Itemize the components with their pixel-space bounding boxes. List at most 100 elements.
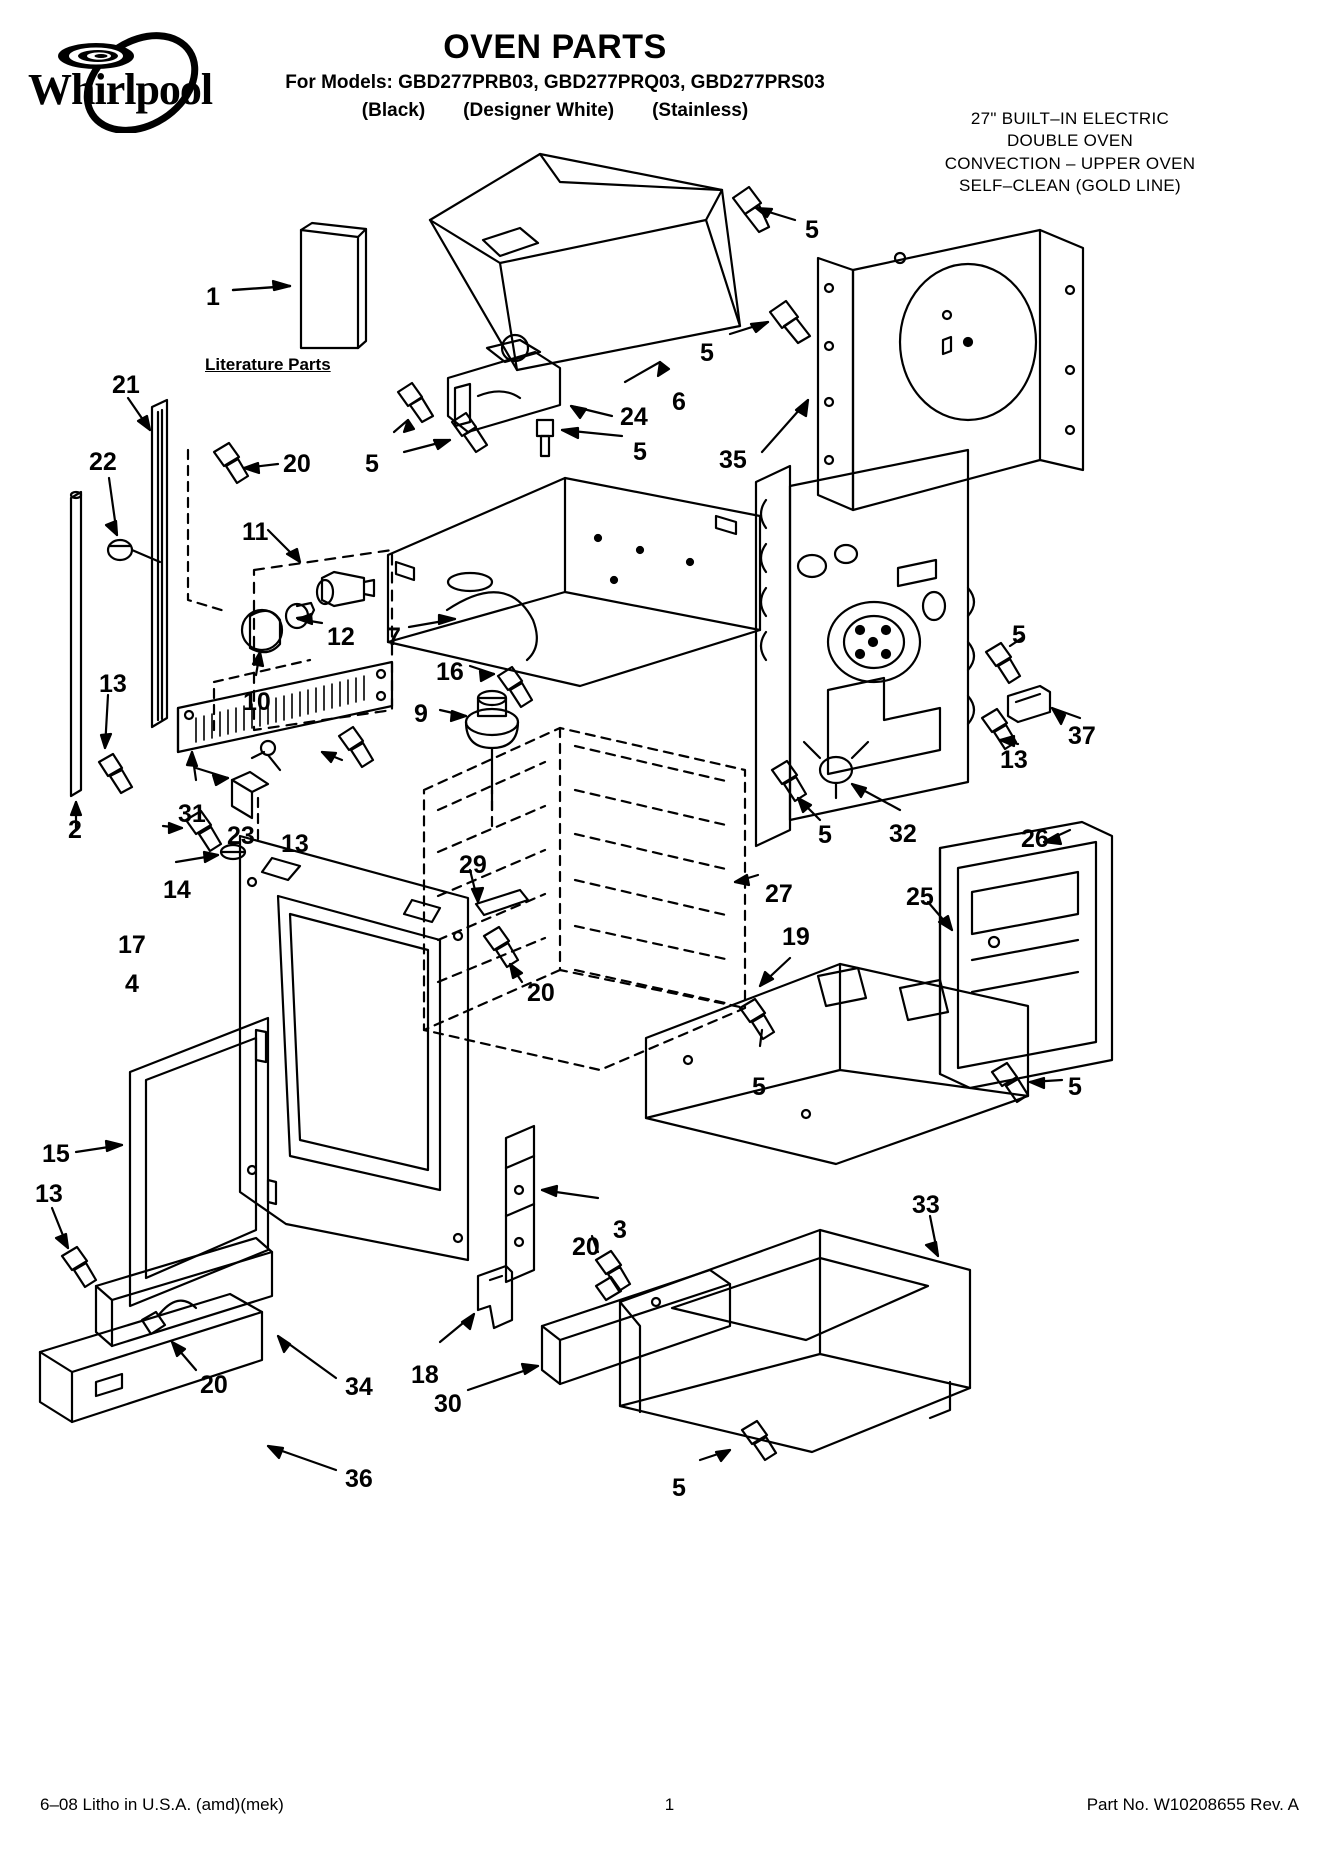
callout-5: 5 (672, 1474, 686, 1502)
part-inner-door-26 (938, 820, 1114, 1090)
part-rear-panel-35 (816, 228, 1085, 512)
callout-15: 15 (42, 1140, 70, 1168)
callout-9: 9 (414, 700, 428, 728)
callout-10: 10 (243, 688, 271, 716)
callout-14: 14 (163, 876, 191, 904)
part-oven-cavity-27 (422, 726, 747, 1072)
callout-27: 27 (765, 880, 793, 908)
callout-25: 25 (906, 883, 934, 911)
screw-5-top (731, 185, 771, 234)
part-screw-20-a (212, 441, 250, 485)
part-door-frame-15 (128, 1016, 270, 1308)
spec-line-2: DOUBLE OVEN (1006, 131, 1134, 151)
finish-designer-white: (Designer White) (463, 99, 615, 121)
callout-13: 13 (281, 830, 309, 858)
spec-line-3: CONVECTION – UPPER OVEN (944, 153, 1196, 173)
screw-5-latch-a (396, 381, 435, 424)
callout-21: 21 (112, 371, 140, 399)
screw-5-latch-c (535, 418, 555, 458)
callout-23: 23 (227, 822, 255, 850)
callout-13: 13 (35, 1180, 63, 1208)
callout-5: 5 (1012, 621, 1026, 649)
callout-17: 17 (118, 931, 146, 959)
part-screw-17 (184, 809, 223, 853)
callout-6: 6 (672, 388, 686, 416)
callout-20: 20 (527, 979, 555, 1007)
callout-4: 4 (125, 970, 139, 998)
literature-parts-label: Literature Parts (205, 355, 331, 374)
part-trim-rail-21 (150, 398, 169, 729)
part-screw-16 (496, 665, 534, 709)
part-side-rod-2 (69, 490, 83, 798)
title-block: OVEN PARTS For Models: GBD277PRB03, GBD2… (250, 28, 860, 122)
callout-31: 31 (178, 800, 206, 828)
callout-5: 5 (1068, 1073, 1082, 1101)
whirlpool-logo: Whirlpool (28, 28, 258, 134)
callout-7: 7 (387, 623, 401, 651)
spec-line-1: 27" BUILT–IN ELECTRIC (970, 109, 1170, 128)
footer-page-number: 1 (664, 1795, 675, 1814)
diagram-artwork (38, 152, 1114, 1472)
callout-34: 34 (345, 1373, 373, 1401)
part-screw-13-c (980, 707, 1018, 751)
callout-37: 37 (1068, 722, 1096, 750)
callout-13: 13 (1000, 746, 1028, 774)
part-screw-20-c (594, 1249, 632, 1293)
part-rail-30 (540, 1268, 732, 1386)
part-base-pan-33 (618, 1228, 972, 1454)
screw-5-shelf-right (990, 1061, 1030, 1104)
part-trim-34 (94, 1236, 274, 1348)
part-pin-23 (259, 739, 282, 772)
callout-32: 32 (889, 820, 917, 848)
callout-22: 22 (89, 448, 117, 476)
models-line: For Models: GBD277PRB03, GBD277PRQ03, GB… (285, 71, 825, 93)
callout-13: 13 (99, 670, 127, 698)
part-side-bracket-3 (504, 1124, 536, 1284)
part-door-outer-panel (238, 834, 470, 1262)
callout-29: 29 (459, 851, 487, 879)
part-screw-13-a (97, 752, 134, 795)
part-bracket-29 (474, 888, 530, 917)
part-screw-20-d (594, 1275, 623, 1302)
spec-line-4: SELF–CLEAN (GOLD LINE) (959, 176, 1181, 196)
part-top-cover (428, 152, 742, 372)
callout-18: 18 (411, 1361, 439, 1389)
part-screw-20-e (140, 1299, 198, 1336)
part-fan-9 (464, 689, 520, 812)
brand-wordmark: Whirlpool (28, 65, 213, 114)
part-sensor-32 (802, 740, 870, 800)
callout-30: 30 (434, 1390, 462, 1418)
callout-19: 19 (782, 923, 810, 951)
part-trim-36 (38, 1292, 264, 1424)
part-clip-18 (476, 1264, 514, 1330)
part-knob-10 (240, 608, 284, 654)
callout-2: 2 (68, 816, 82, 844)
screw-5-shelf-left (738, 997, 776, 1041)
callout-5: 5 (818, 821, 832, 849)
finish-black: (Black) (361, 99, 426, 121)
part-screw-13-d (60, 1245, 98, 1289)
page-title: OVEN PARTS (443, 28, 667, 66)
callout-20: 20 (283, 450, 311, 478)
callout-5: 5 (805, 216, 819, 244)
footer-litho-info: 6–08 Litho in U.S.A. (amd)(mek) (40, 1795, 284, 1814)
part-screw-13-b (337, 725, 375, 769)
screw-5-sensor (770, 759, 808, 803)
specification-block: 27" BUILT–IN ELECTRIC DOUBLE OVEN CONVEC… (830, 108, 1310, 198)
part-oven-base-7 (386, 476, 762, 688)
callout-26: 26 (1021, 825, 1049, 853)
callout-1: 1 (206, 283, 220, 311)
document-footer: 6–08 Litho in U.S.A. (amd)(mek) 1 Part N… (0, 1795, 1339, 1835)
part-vent-trim-31 (176, 660, 394, 754)
callout-16: 16 (436, 658, 464, 686)
callout-35: 35 (719, 446, 747, 474)
callout-5: 5 (633, 438, 647, 466)
callout-24: 24 (620, 403, 648, 431)
part-literature-booklet (299, 221, 368, 350)
footer-part-number: Part No. W10208655 Rev. A (1086, 1795, 1299, 1814)
callout-11: 11 (242, 518, 269, 546)
part-shelf-19 (644, 962, 1030, 1166)
part-socket-11 (315, 570, 376, 608)
